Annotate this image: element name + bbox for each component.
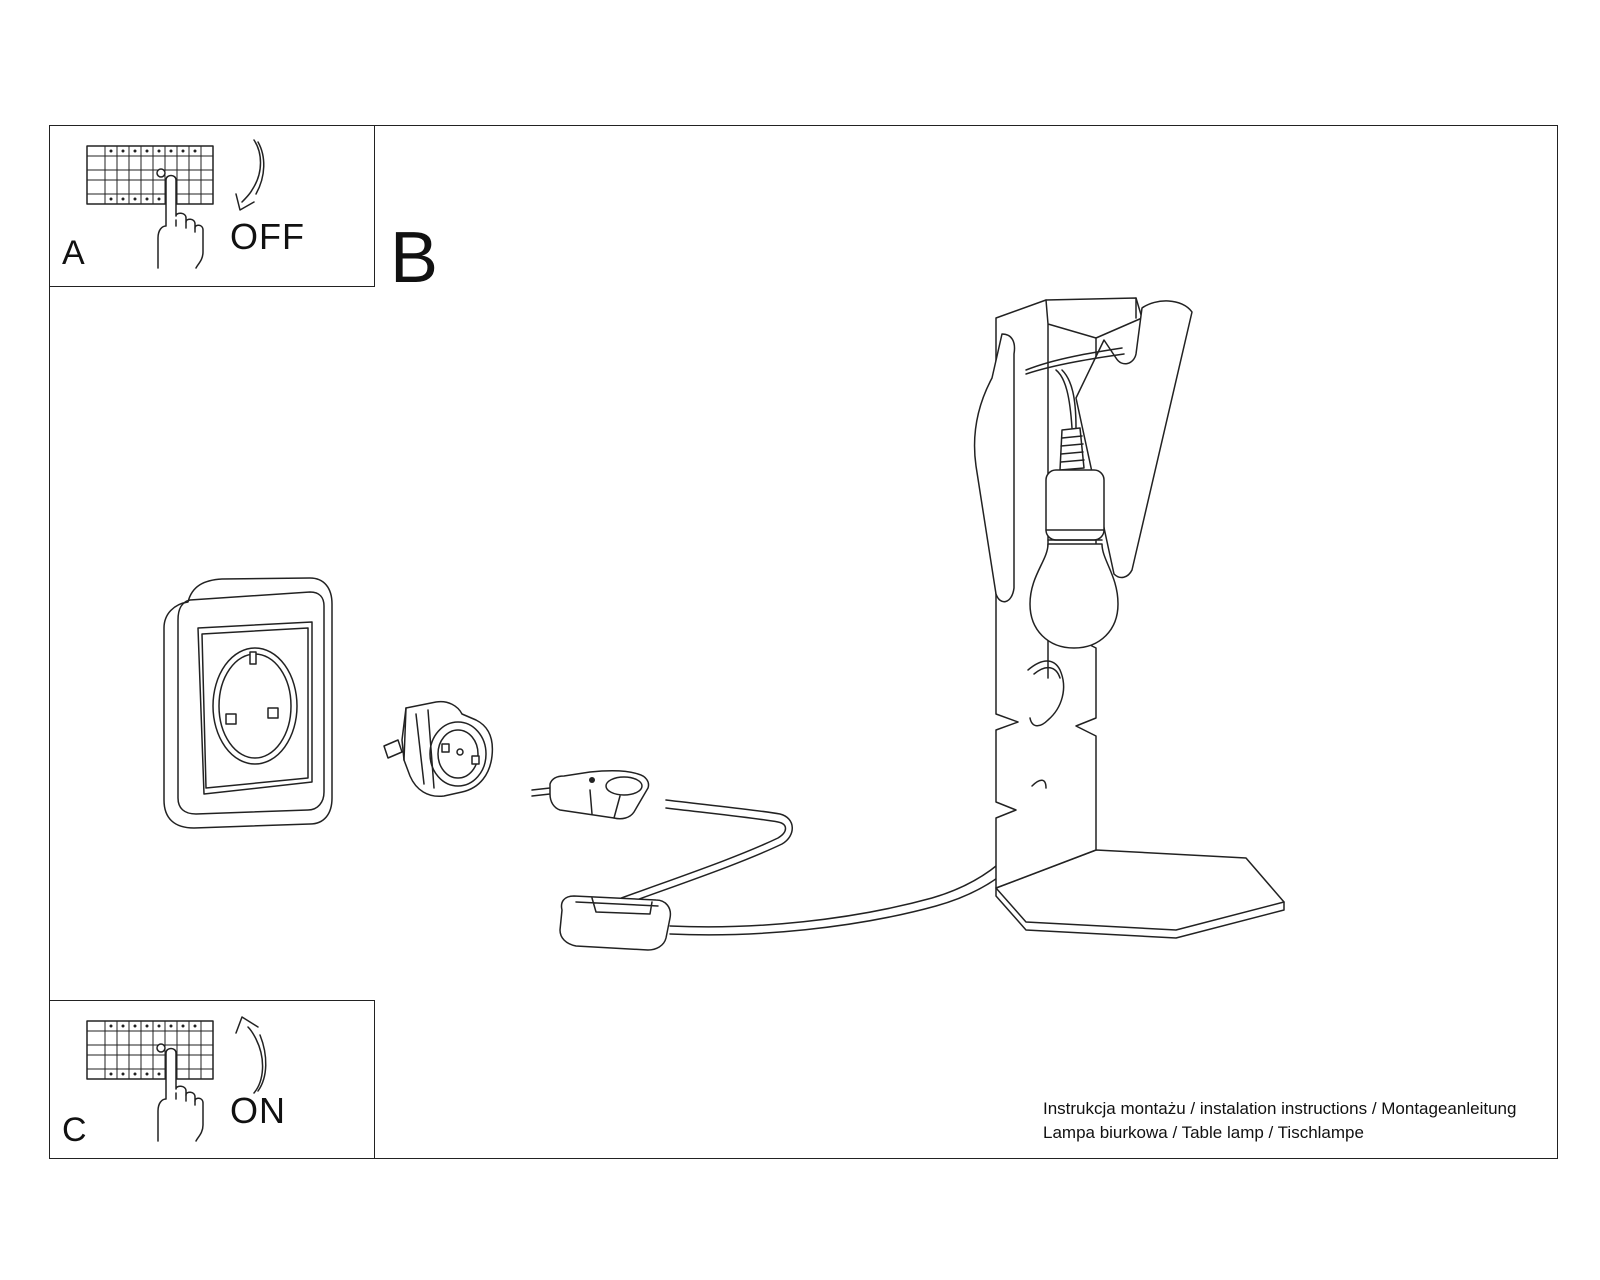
step-c-panel: C ON — [49, 1000, 375, 1159]
step-a-panel: A OFF — [49, 125, 375, 287]
step-c-letter: C — [62, 1111, 87, 1149]
wall-socket-icon — [163, 577, 333, 829]
instruction-sheet-frame — [49, 125, 1558, 1159]
hand-icon — [157, 1047, 204, 1142]
caption-line-1: Instrukcja montażu / instalation instruc… — [1043, 1099, 1517, 1118]
plug-icon — [531, 769, 650, 820]
rotate-down-arrow-icon — [235, 139, 265, 211]
circuit-breaker-panel-icon — [86, 145, 214, 205]
on-label: ON — [230, 1090, 286, 1131]
plug-adapter-icon — [383, 700, 494, 798]
circuit-breaker-panel-icon — [86, 1020, 214, 1080]
off-label: OFF — [230, 216, 305, 257]
step-b-letter: B — [390, 218, 439, 298]
light-bulb-icon — [1029, 543, 1119, 649]
hand-icon — [157, 174, 204, 269]
cord-switch-icon — [559, 895, 672, 951]
table-lamp-icon — [559, 297, 1285, 951]
step-a-letter: A — [62, 234, 85, 272]
caption-line-2: Lampa biurkowa / Table lamp / Tischlampe — [1043, 1123, 1364, 1142]
rotate-up-arrow-icon — [235, 1016, 267, 1094]
